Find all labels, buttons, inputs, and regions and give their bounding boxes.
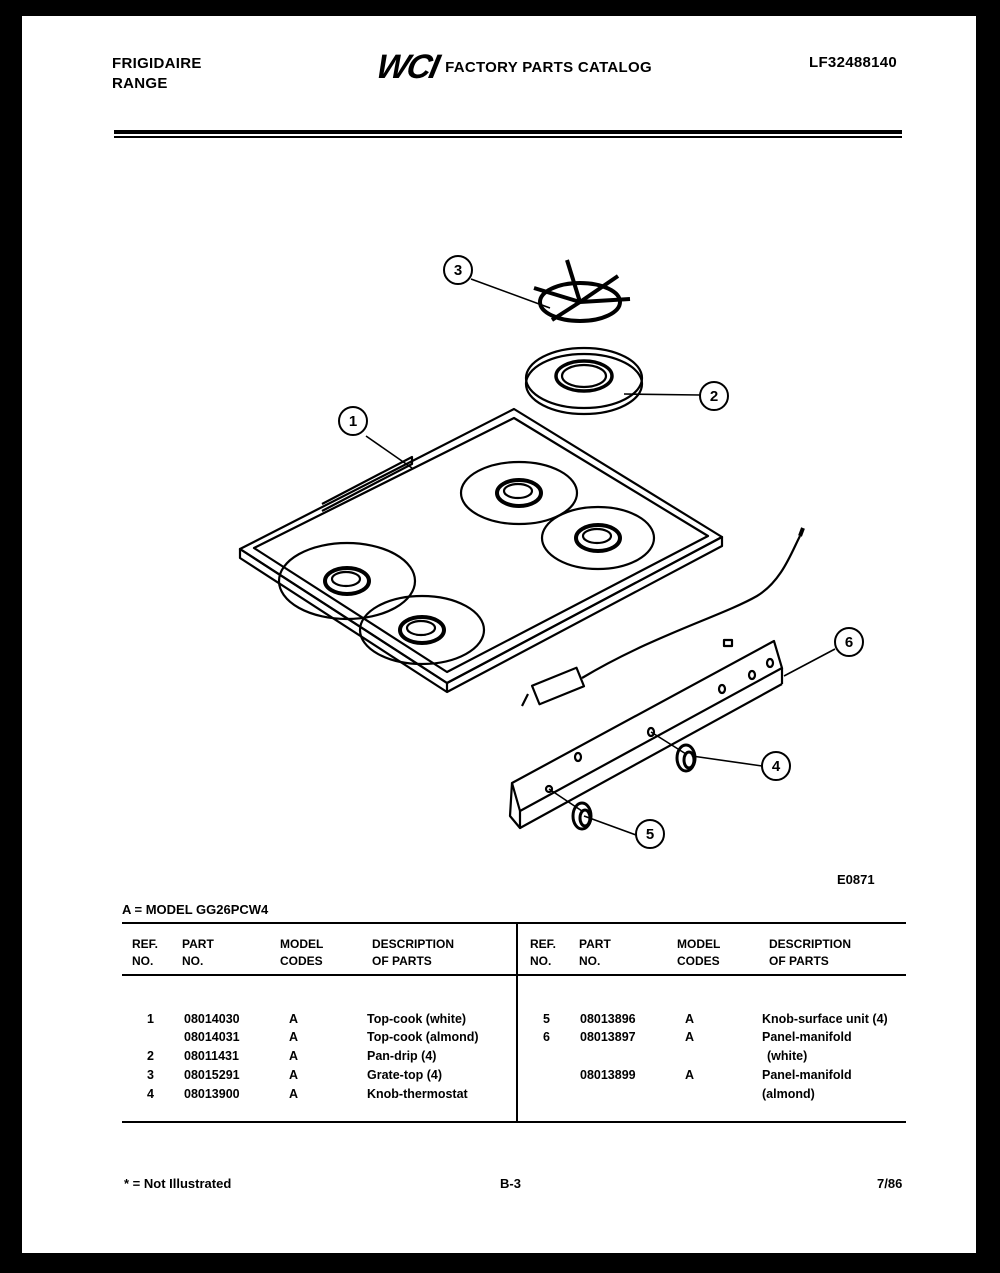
- not-illustrated-note: * = Not Illustrated: [124, 1176, 232, 1191]
- callout-label-3: 3: [454, 262, 462, 279]
- revision-date: 7/86: [877, 1176, 903, 1191]
- grate-drawing: [533, 259, 631, 323]
- callout-circle-1: [338, 406, 368, 436]
- header-description-right: DESCRIPTION OF PARTS: [769, 937, 852, 968]
- model-legend: A = MODEL GG26PCW4: [122, 902, 269, 917]
- leader-lines: [365, 278, 836, 836]
- page-number: B-3: [500, 1176, 521, 1191]
- callout-label-5: 5: [646, 826, 654, 843]
- callout-circle-6: [834, 627, 864, 657]
- callout-label-2: 2: [710, 388, 718, 405]
- header-ref-no-right: REF. NO.: [530, 937, 557, 968]
- callout-circle-5: [635, 819, 665, 849]
- catalog-page: FRIGIDAIRE RANGE WCI FACTORY PARTS CATAL…: [22, 16, 976, 1253]
- cooktop-drawing: [238, 407, 724, 694]
- callout-circle-4: [761, 751, 791, 781]
- header-rule: [114, 130, 902, 134]
- valve-cable-drawing: [521, 527, 805, 707]
- document-number: LF32488140: [809, 54, 898, 71]
- brand-name: FRIGIDAIRE: [112, 55, 202, 72]
- callout-circle-3: [443, 255, 473, 285]
- header-description: DESCRIPTION OF PARTS: [372, 937, 455, 968]
- table-divider: [516, 922, 518, 1123]
- header-rule-thin: [114, 136, 902, 138]
- callout-label-4: 4: [772, 758, 781, 775]
- header-model-codes: MODEL CODES: [280, 937, 324, 968]
- control-panel-drawing: [508, 638, 784, 830]
- table-header-rule: [122, 974, 906, 976]
- catalog-title-text: FACTORY PARTS CATALOG: [445, 59, 652, 76]
- drip-pan-drawing: [524, 346, 644, 416]
- catalog-title: WCI FACTORY PARTS CATALOG: [373, 48, 652, 87]
- product-type: RANGE: [112, 75, 168, 92]
- header-ref-no: REF. NO.: [132, 937, 159, 968]
- brand-block: FRIGIDAIRE RANGE: [112, 54, 202, 94]
- table-top-rule: [122, 922, 906, 924]
- exploded-parts-diagram: 3 2 1 6 4 5: [238, 255, 864, 849]
- table-bottom-rule: [122, 1121, 906, 1123]
- figure-code: E0871: [837, 872, 875, 887]
- knob-thermostat-drawing: [675, 743, 697, 773]
- callout-label-6: 6: [845, 634, 853, 651]
- callout-label-1: 1: [349, 413, 357, 430]
- header-part-no: PART NO.: [182, 937, 214, 968]
- header-part-no-right: PART NO.: [579, 937, 611, 968]
- callout-circle-2: [699, 381, 729, 411]
- header-model-codes-right: MODEL CODES: [677, 937, 721, 968]
